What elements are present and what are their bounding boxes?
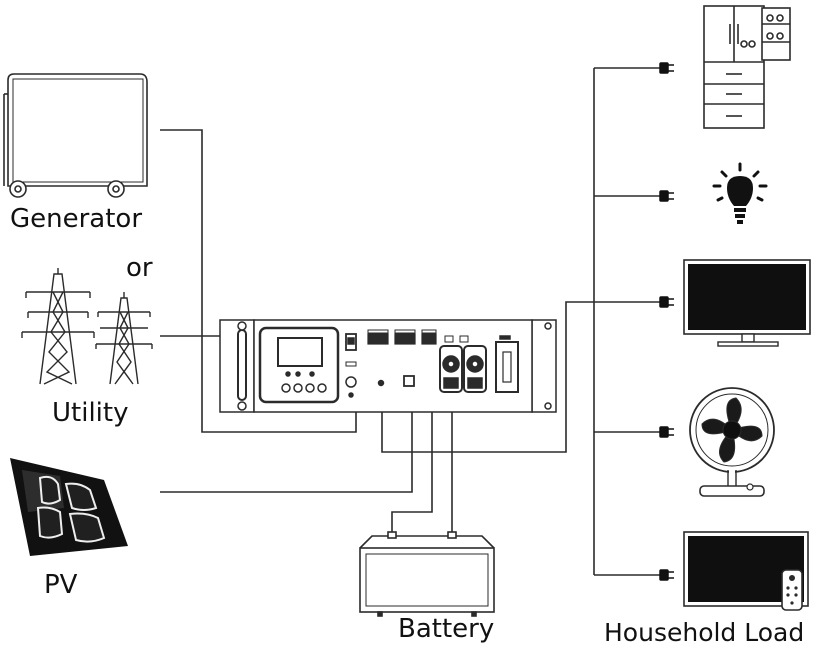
television-icon: [683, 259, 811, 347]
inverter-unit-icon: [219, 319, 557, 413]
battery-wire-positive: [391, 412, 433, 538]
inverter-bottom-wire: [381, 301, 594, 453]
pv-label: PV: [44, 570, 78, 600]
or-label: or: [126, 253, 153, 283]
solar-panel-icon: [10, 458, 128, 556]
plug-icon: [659, 296, 674, 308]
battery-icon: [359, 531, 495, 617]
tv-with-remote-icon: [683, 531, 809, 611]
plug-icon: [659, 62, 674, 74]
plug-icon: [659, 569, 674, 581]
generator-icon: [3, 73, 148, 198]
generator-wire: [160, 129, 357, 433]
generator-label: Generator: [10, 204, 143, 234]
battery-label: Battery: [398, 614, 495, 644]
lcd-screen: [277, 337, 323, 367]
light-bulb-icon: [712, 162, 768, 224]
wires: [160, 67, 660, 576]
pv-wire: [160, 412, 413, 493]
fan-icon: [689, 387, 775, 497]
household-load-label: Household Load: [604, 618, 805, 647]
refrigerator-icon: [703, 5, 791, 129]
rack-ear-right: [531, 319, 557, 413]
plug-icon: [659, 426, 674, 438]
battery-connectors: [439, 345, 487, 393]
terminal-blocks: [367, 329, 437, 345]
utility-label: Utility: [52, 398, 129, 428]
transmission-tower-icon: [21, 268, 153, 385]
plug-icons: [659, 62, 674, 581]
plug-icon: [659, 190, 674, 202]
